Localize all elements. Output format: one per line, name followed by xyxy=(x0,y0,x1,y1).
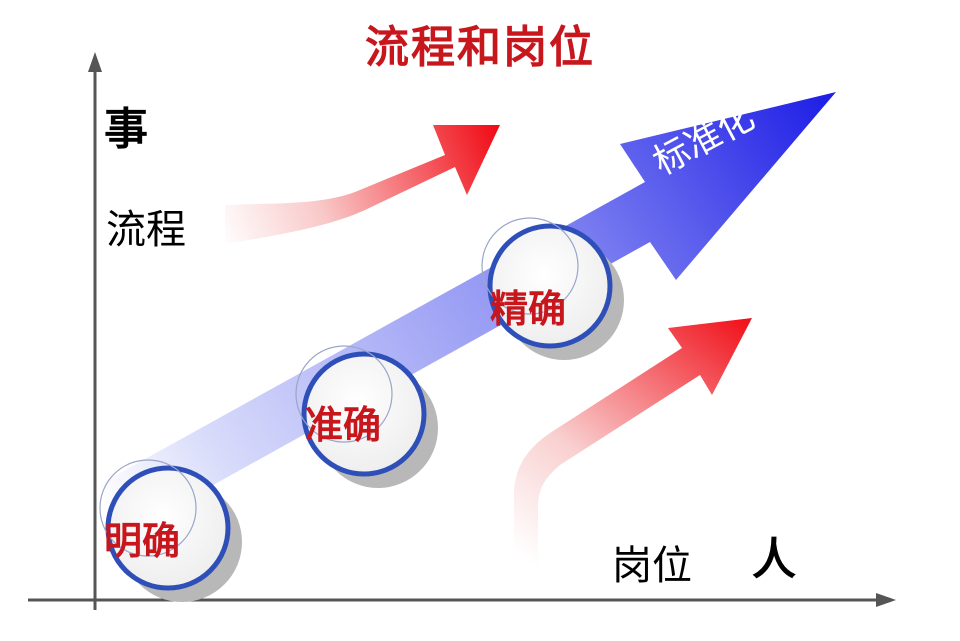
step-label-2: 准确 xyxy=(305,403,382,447)
y-axis-label: 事 xyxy=(104,104,148,155)
post-arrow xyxy=(514,318,752,585)
step-circle-3 xyxy=(481,217,624,360)
step-circle-2 xyxy=(295,345,438,488)
step-circle-1 xyxy=(99,459,242,602)
step-label-3: 精确 xyxy=(490,287,567,331)
page-title: 流程和岗位 xyxy=(365,22,595,73)
flow-label: 流程 xyxy=(106,207,186,253)
flow-arrow xyxy=(225,125,500,244)
step-label-1: 明确 xyxy=(104,519,181,563)
x-axis-label: 人 xyxy=(752,534,796,585)
post-label: 岗位 xyxy=(612,543,692,589)
y-axis xyxy=(88,52,102,610)
standardization-arrow xyxy=(100,92,836,538)
